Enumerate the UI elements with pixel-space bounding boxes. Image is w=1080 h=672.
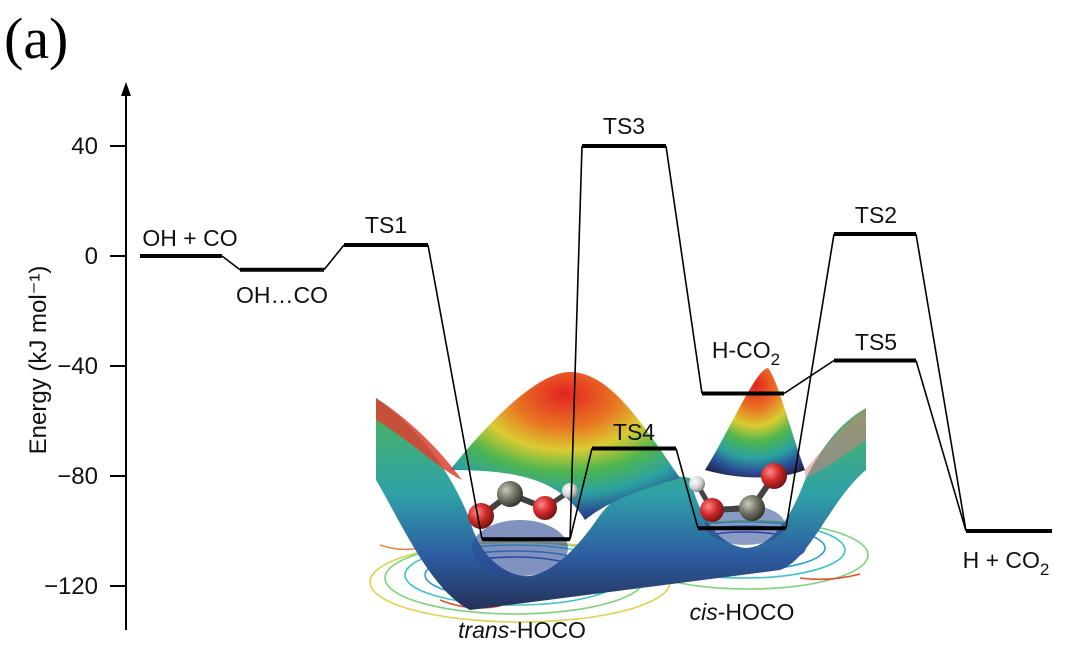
y-axis-label: Energy (kJ mol⁻¹) [25,266,52,455]
trans-hoco-molecule-icon [468,481,578,529]
connector-ts5-h_co2 [915,360,967,532]
potential-energy-surface [369,368,869,623]
y-tick-label: 0 [85,243,98,270]
connector-oh_dots_co-ts1 [323,244,345,271]
label-hco2: H-CO2 [712,337,780,369]
label-oh_dots_co: OH…CO [236,282,328,308]
axis-arrow-icon [121,82,131,96]
panel-label: (a) [4,6,68,71]
connector-ts1-trans [427,244,483,540]
label-ts3: TS3 [603,113,645,139]
label-cis: cis-HOCO [690,599,795,625]
label-ts4: TS4 [613,419,655,445]
connector-ts2-h_co2 [915,233,967,532]
connector-hco2-ts5 [783,359,835,395]
connector-ts4-cis [675,448,699,529]
label-trans: trans-HOCO [458,617,586,643]
label-oh_co: OH + CO [142,225,237,251]
connector-ts3-hco2 [665,145,703,394]
connector-oh_co-oh_dots_co [221,255,241,271]
cis-hoco-molecule-icon [689,463,787,522]
y-tick-label: 40 [71,133,98,160]
y-tick-label: −80 [57,463,98,490]
connector-cis-ts2 [785,233,835,529]
y-axis: 40 0 −40 −80 −120 [44,82,131,630]
connector-trans-ts3 [569,145,583,540]
connector-trans-ts4 [569,448,593,540]
label-ts1: TS1 [365,212,407,238]
y-tick-label: −40 [57,353,98,380]
y-tick-label: −120 [44,573,98,600]
label-ts5: TS5 [855,329,897,355]
label-ts2: TS2 [855,202,897,228]
label-h_co2: H + CO2 [963,547,1050,579]
